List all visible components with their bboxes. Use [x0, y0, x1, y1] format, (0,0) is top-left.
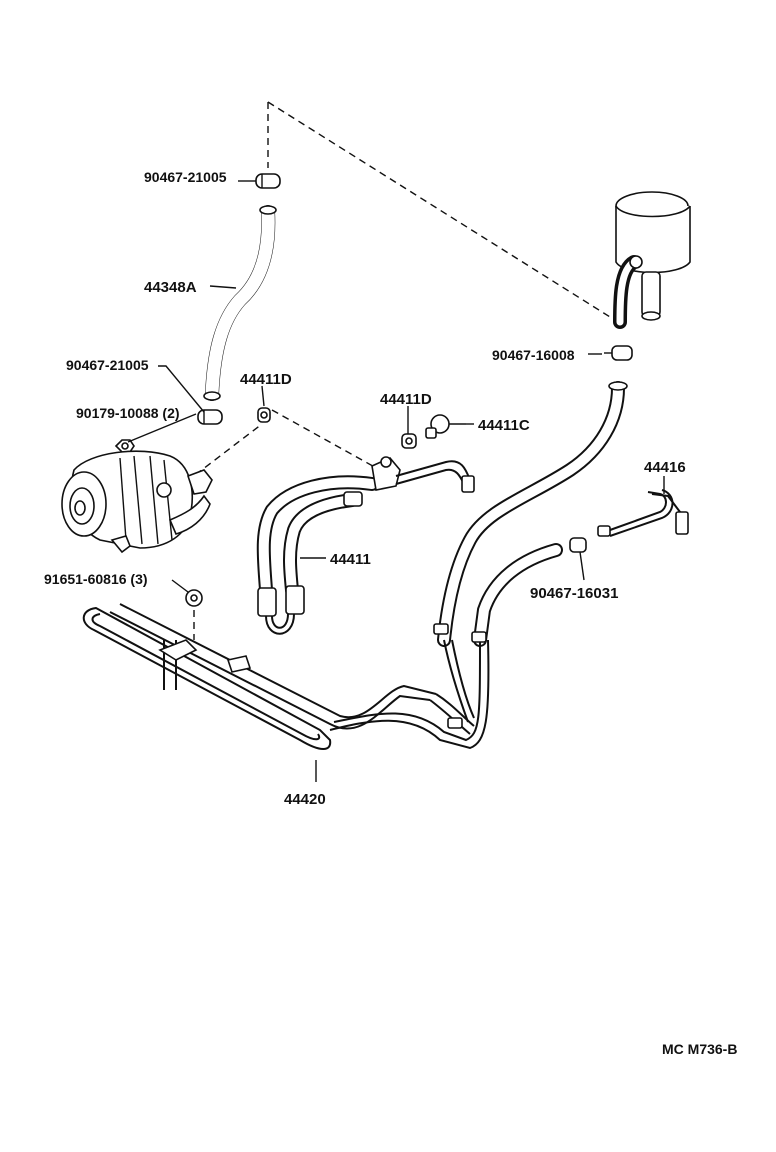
- pressure-tube-part: [597, 489, 689, 537]
- reservoir-part: [613, 191, 691, 329]
- label-hose-clamp-lower: 90467-21005: [66, 357, 149, 373]
- steering-pump-part: [61, 450, 213, 554]
- hose-clamp-upper-part: [250, 173, 281, 189]
- short-hose-right-part: [473, 537, 587, 647]
- label-cooler-tube: 44420: [284, 791, 326, 808]
- label-bolt-pump: 90179-10088 (2): [76, 405, 180, 421]
- cooler-tube-part: [82, 603, 490, 782]
- reservoir-supply-hose-part: [437, 381, 628, 647]
- union-bolt-part: [425, 414, 466, 439]
- label-gasket-left: 44411D: [240, 371, 292, 388]
- pressure-hose-part: [256, 456, 475, 635]
- hose-clamp-lower-part: [197, 409, 223, 425]
- label-hose-clamp-upper: 90467-21005: [144, 169, 227, 185]
- diagram-code: MC M736-B: [662, 1041, 737, 1057]
- hose-clamp-reservoir-part: [604, 345, 633, 361]
- label-return-hose: 44348A: [144, 279, 197, 296]
- return-hose-part: [203, 205, 277, 401]
- label-gasket-right: 44411D: [380, 391, 432, 408]
- label-hose-clamp-right: 90467-16031: [530, 585, 618, 602]
- label-pressure-hose: 44411: [330, 551, 371, 568]
- label-union-bolt: 44411C: [478, 417, 530, 434]
- nut-part: [185, 589, 203, 607]
- label-nut: 91651-60816 (3): [44, 571, 148, 587]
- bolt-pump-part: [114, 439, 135, 453]
- leader-lines: [127, 180, 665, 593]
- label-pressure-tube: 44416: [644, 459, 686, 476]
- label-hose-clamp-reservoir: 90467-16008: [492, 347, 575, 363]
- gasket-left-part: [257, 407, 271, 423]
- gasket-right-part: [401, 433, 417, 449]
